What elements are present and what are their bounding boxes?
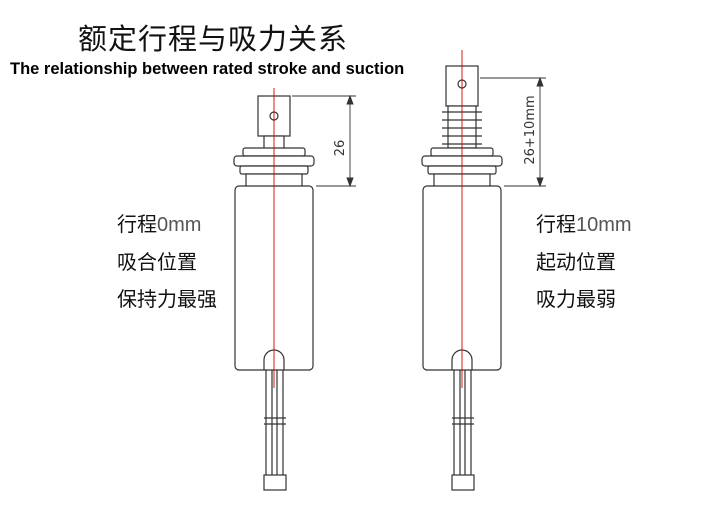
left-dimension	[292, 94, 356, 188]
left-stroke-line: 行程0mm	[117, 206, 217, 244]
left-dimension-label: 26	[333, 140, 348, 157]
left-wire-tips	[263, 474, 287, 491]
left-caption: 行程0mm 吸合位置 保持力最强	[117, 206, 217, 318]
right-dimension-label: 26+10mm	[523, 95, 538, 164]
right-wire-tips	[451, 474, 475, 491]
title-english: The relationship between rated stroke an…	[10, 60, 405, 78]
right-dimension	[480, 76, 546, 188]
left-stroke-label: 行程	[117, 212, 157, 236]
right-position-line: 起动位置	[536, 250, 616, 274]
right-force-line: 吸力最弱	[536, 287, 616, 311]
right-stroke-label: 行程	[536, 212, 576, 236]
right-caption: 行程10mm 起动位置 吸力最弱	[536, 206, 632, 318]
right-stroke-value: 10mm	[576, 214, 632, 236]
left-position-line: 吸合位置	[117, 250, 197, 274]
title-chinese: 额定行程与吸力关系	[78, 22, 349, 56]
right-stroke-line: 行程10mm	[536, 206, 632, 244]
left-force-line: 保持力最强	[117, 287, 217, 311]
left-stroke-value: 0mm	[157, 214, 202, 236]
